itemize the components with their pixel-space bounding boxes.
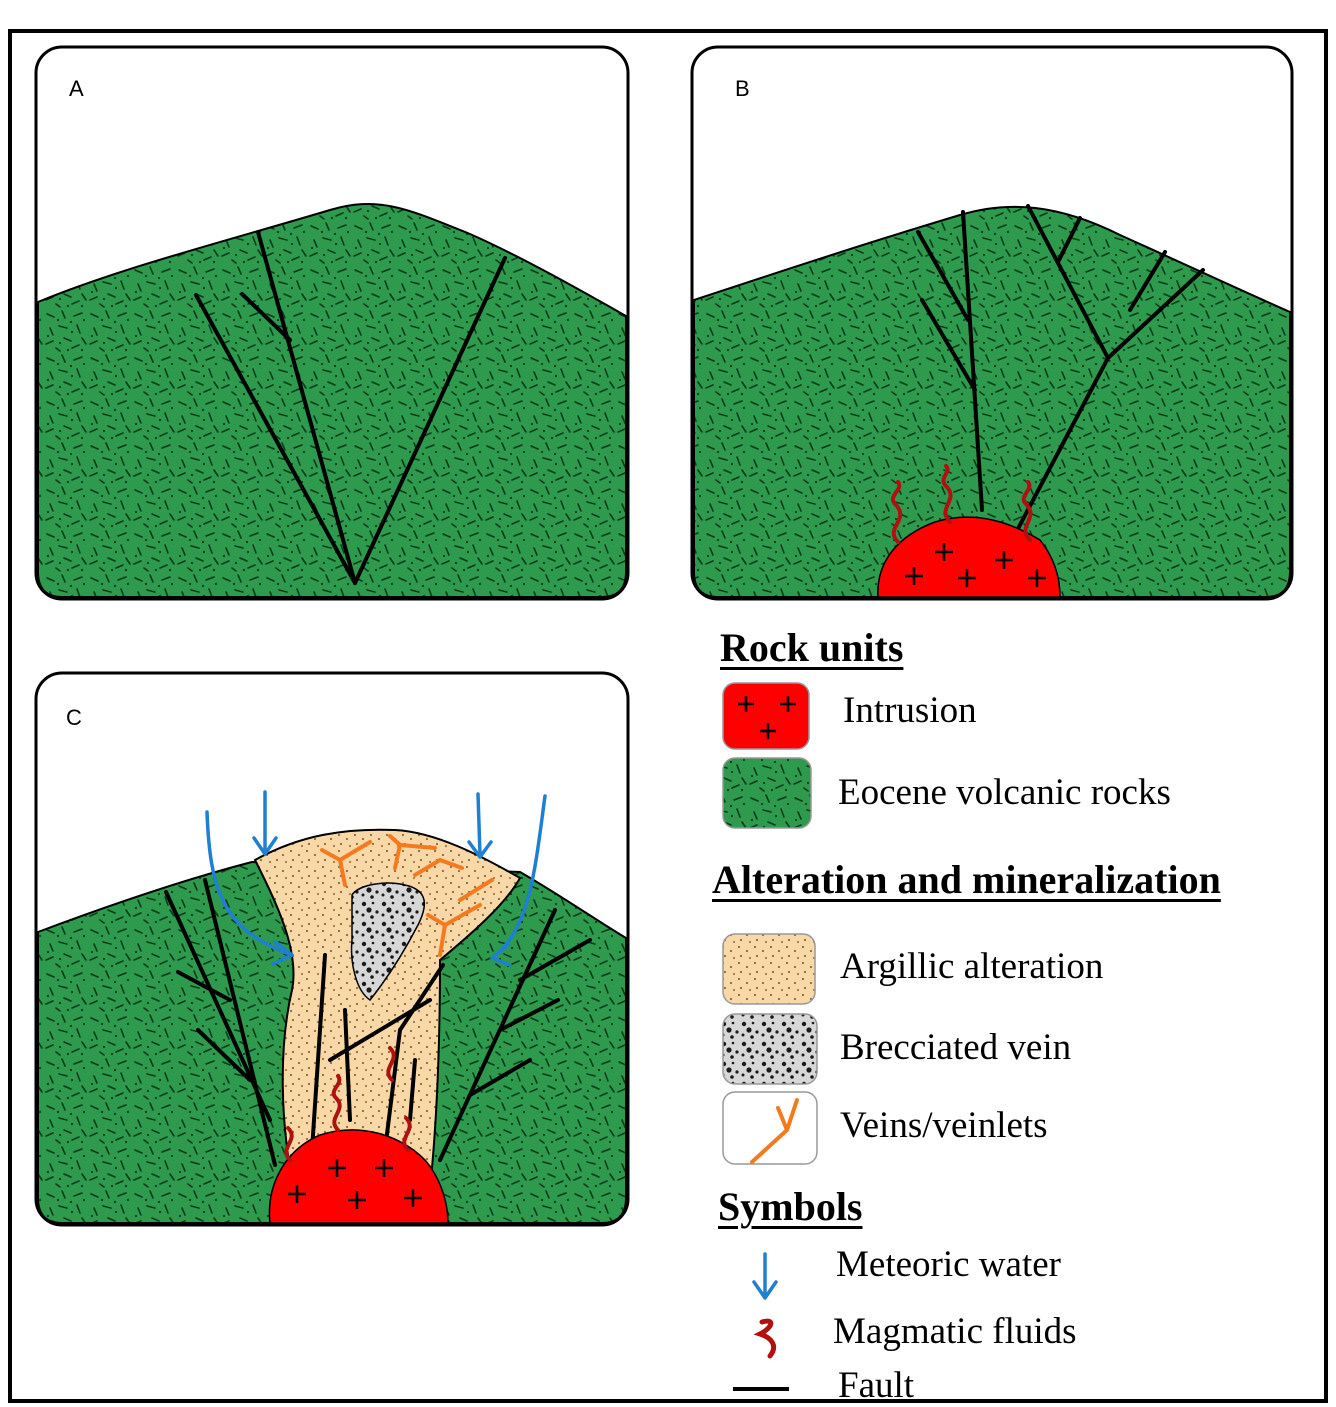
panel-b-magmatic-fluids — [890, 464, 1033, 544]
panel-a-volcanic-rocks — [37, 203, 627, 598]
panel-c-inner-faults — [310, 953, 445, 1152]
panel-c-intrusion — [268, 1129, 449, 1224]
legend-swatch-veins — [722, 1091, 818, 1165]
panel-c — [34, 671, 630, 1227]
legend-swatch-breccia — [722, 1013, 818, 1085]
legend-swatch-volcanic — [722, 757, 812, 829]
panel-b-volcanic-rocks — [693, 205, 1291, 598]
panel-c-outer-faults — [164, 878, 592, 1167]
panel-c-argillic-zone — [253, 828, 522, 1169]
panel-c-meteoric-water — [205, 790, 547, 967]
legend-symbol-magmatic-fluid-icon — [753, 1318, 777, 1359]
legend-swatch-intrusion — [722, 682, 810, 750]
panel-b — [690, 45, 1294, 601]
panel-c-brecciated-vein — [350, 882, 426, 1002]
legend-symbol-meteoric-water-icon — [752, 1252, 778, 1300]
figure-frame — [8, 29, 1328, 1403]
panel-b-faults — [916, 204, 1205, 542]
panel-b-intrusion — [877, 516, 1061, 598]
panel-c-veinlets — [320, 834, 494, 957]
panel-b-intrusion-crosses — [905, 543, 1046, 587]
panel-c-magmatic-fluids — [284, 1046, 412, 1162]
panel-c-intrusion-crosses — [288, 1159, 422, 1209]
panel-a-faults — [194, 230, 507, 585]
panel-a — [34, 45, 630, 601]
legend-swatch-argillic — [722, 933, 816, 1005]
